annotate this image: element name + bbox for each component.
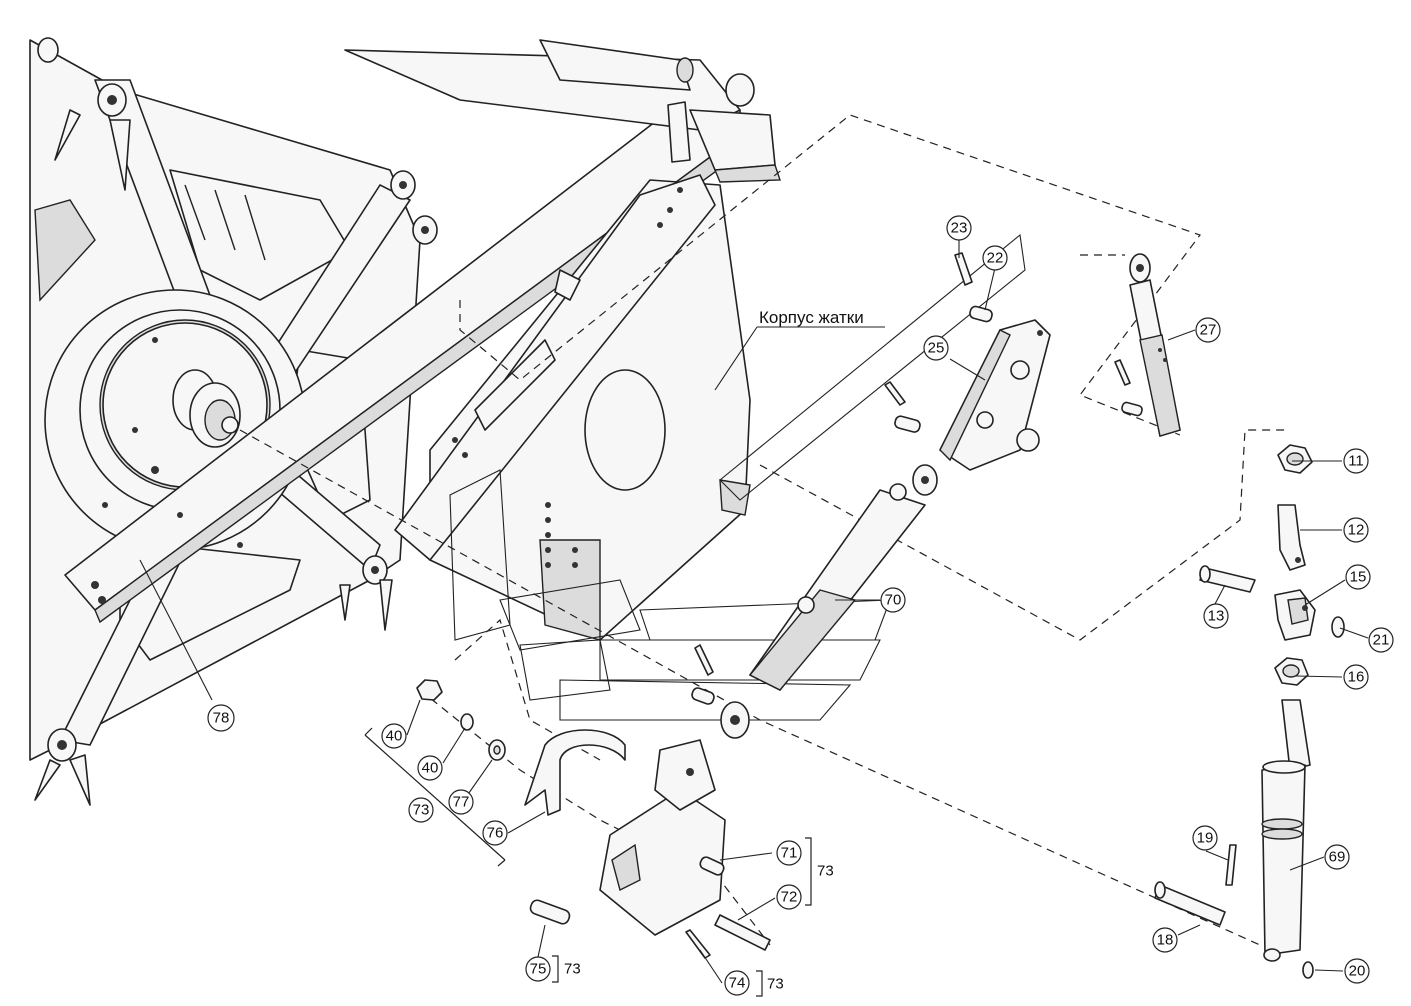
bracket-ref-71-72: 73 bbox=[817, 863, 834, 880]
svg-text:78: 78 bbox=[213, 710, 230, 727]
bolt-72 bbox=[714, 914, 771, 951]
svg-text:71: 71 bbox=[781, 845, 798, 862]
washer-20 bbox=[1302, 961, 1314, 979]
callout-19: 19 bbox=[1192, 825, 1218, 851]
callout-11: 11 bbox=[1343, 448, 1369, 474]
callout-12: 12 bbox=[1343, 517, 1369, 543]
callout-20: 20 bbox=[1344, 958, 1370, 984]
reel-pivot-knuckles bbox=[37, 37, 438, 762]
callout-40-nut: 40 bbox=[381, 723, 407, 749]
reel-support-arm bbox=[64, 94, 746, 624]
callout-18: 18 bbox=[1152, 927, 1178, 953]
callout-21: 21 bbox=[1368, 627, 1394, 653]
header-housing bbox=[394, 174, 751, 641]
callout-23: 23 bbox=[946, 215, 972, 241]
svg-text:20: 20 bbox=[1349, 963, 1366, 980]
pin-13 bbox=[1199, 565, 1256, 593]
housing-label: Корпус жатки bbox=[759, 308, 864, 327]
callout-75: 75 bbox=[525, 956, 551, 982]
lock-washer-40 bbox=[460, 713, 474, 731]
svg-text:22: 22 bbox=[987, 250, 1004, 267]
cotter-74 bbox=[685, 929, 711, 959]
svg-text:11: 11 bbox=[1348, 453, 1364, 470]
bracket-ref-75: 73 bbox=[564, 961, 581, 978]
svg-text:21: 21 bbox=[1373, 632, 1390, 649]
explode-lines bbox=[239, 114, 1290, 946]
callout-72: 72 bbox=[776, 884, 802, 910]
svg-text:12: 12 bbox=[1348, 522, 1365, 539]
callout-27: 27 bbox=[1195, 317, 1221, 343]
nut-11 bbox=[1277, 444, 1313, 474]
svg-text:72: 72 bbox=[781, 889, 798, 906]
callout-71: 71 bbox=[776, 840, 802, 866]
clamp-76 bbox=[524, 729, 626, 816]
pin-18 bbox=[1154, 881, 1226, 926]
hydraulic-cylinder-69 bbox=[1261, 699, 1311, 962]
callout-69: 69 bbox=[1324, 844, 1350, 870]
svg-text:23: 23 bbox=[951, 220, 968, 237]
svg-text:77: 77 bbox=[453, 794, 470, 811]
reel-frame bbox=[29, 37, 438, 806]
callout-78: 78 bbox=[207, 704, 235, 732]
washer-77 bbox=[488, 739, 506, 761]
callout-15: 15 bbox=[1345, 564, 1371, 590]
callout-40-washer: 40 bbox=[417, 755, 443, 781]
nut-16 bbox=[1274, 657, 1309, 686]
callout-70: 70 bbox=[880, 587, 906, 613]
svg-text:18: 18 bbox=[1157, 932, 1174, 949]
svg-text:73: 73 bbox=[817, 863, 834, 880]
callout-25: 25 bbox=[923, 335, 949, 361]
svg-text:76: 76 bbox=[487, 825, 504, 842]
svg-text:40: 40 bbox=[422, 760, 439, 777]
svg-text:74: 74 bbox=[729, 975, 746, 992]
set-brackets bbox=[364, 727, 812, 997]
washer-21 bbox=[1331, 616, 1345, 638]
svg-text:75: 75 bbox=[530, 961, 547, 978]
pin-75 bbox=[529, 899, 571, 925]
svg-text:16: 16 bbox=[1348, 669, 1365, 686]
callout-16: 16 bbox=[1343, 664, 1369, 690]
callout-76: 76 bbox=[482, 820, 508, 846]
callout-73-set: 73 bbox=[408, 797, 434, 823]
callout-74: 74 bbox=[724, 970, 750, 996]
main-hydraulic-cylinder bbox=[691, 464, 938, 739]
bracket-ref-74: 73 bbox=[767, 976, 784, 993]
svg-text:15: 15 bbox=[1350, 569, 1367, 586]
pins-top bbox=[884, 252, 1143, 433]
svg-text:73: 73 bbox=[564, 961, 581, 978]
cotter-19 bbox=[1225, 844, 1237, 886]
svg-text:25: 25 bbox=[928, 340, 945, 357]
svg-text:73: 73 bbox=[767, 976, 784, 993]
mount-plate-71 bbox=[599, 739, 726, 936]
leader-lines bbox=[139, 238, 1369, 984]
callout-77: 77 bbox=[448, 789, 474, 815]
svg-text:69: 69 bbox=[1329, 849, 1346, 866]
header-beams bbox=[344, 39, 781, 183]
mounting-bracket bbox=[939, 319, 1051, 471]
clevis-15 bbox=[1274, 589, 1316, 641]
svg-text:19: 19 bbox=[1197, 830, 1214, 847]
svg-text:40: 40 bbox=[386, 728, 403, 745]
svg-text:13: 13 bbox=[1208, 608, 1225, 625]
nut-40 bbox=[416, 679, 443, 701]
svg-text:27: 27 bbox=[1200, 322, 1217, 339]
callout-13: 13 bbox=[1203, 603, 1229, 629]
callout-22: 22 bbox=[982, 245, 1008, 271]
svg-text:73: 73 bbox=[413, 802, 430, 819]
rod-end-12 bbox=[1277, 504, 1306, 571]
svg-text:70: 70 bbox=[885, 592, 902, 609]
small-hydraulic-cylinder bbox=[1129, 253, 1181, 437]
